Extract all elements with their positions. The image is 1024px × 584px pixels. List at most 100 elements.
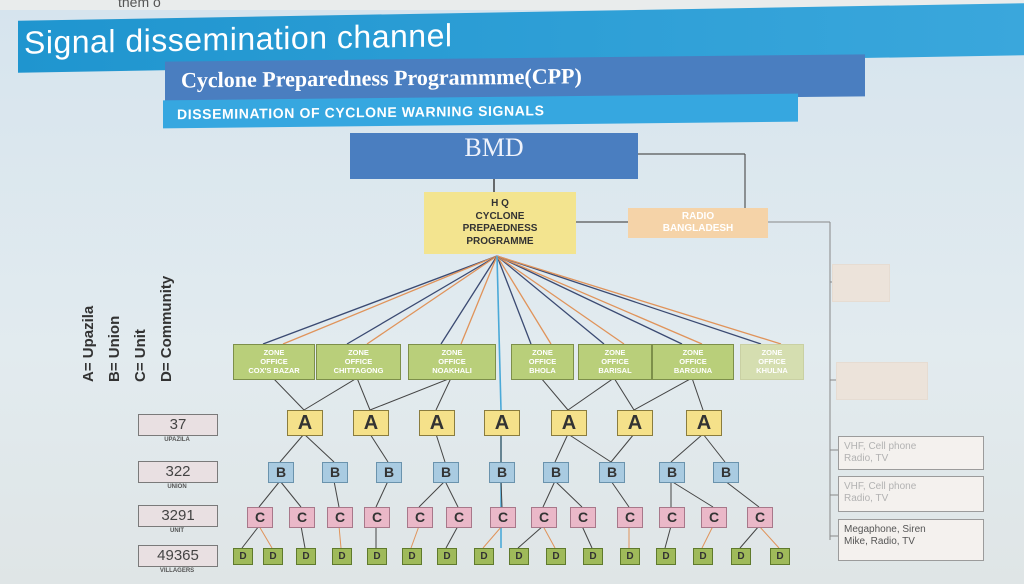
hq-zone-line [496,255,703,345]
union-unit-line [542,480,556,508]
union-node: B [322,462,348,483]
upazila-union-line [369,433,389,463]
zone-line: ZONE [761,348,783,357]
zone-upazila-line [303,377,358,411]
media-line: VHF, Cell phone [844,481,917,492]
union-node: B [599,462,625,483]
union-unit-line [279,480,302,508]
unit-community-line [300,525,306,549]
zone-line: OFFICE [438,357,466,366]
community-node: D [367,548,387,565]
union-node: B [433,462,459,483]
zone-line: OFFICE [344,357,373,366]
unit-community-line [517,525,544,549]
zone-line: BHOLA [529,366,556,375]
union-unit-line [554,480,583,508]
unit-node: C [701,507,727,528]
zone-upazila-line [691,377,704,411]
unit-node: C [617,507,643,528]
media-line: Radio, TV [844,453,889,464]
community-node: D [731,548,751,565]
unit-community-line [701,525,714,549]
zone-line: KHULNA [756,366,788,375]
union-node: B [543,462,569,483]
zone-line: OFFICE [601,357,629,366]
unit-node: C [446,507,472,528]
zone-line: OFFICE [679,357,707,366]
hq-zone-line [496,255,552,345]
upazila-node: A [353,410,389,436]
community-node: D [437,548,457,565]
union-unit-line [610,480,630,508]
community-node: D [583,548,603,565]
union-unit-line [444,480,459,508]
unit-community-line [542,525,556,549]
zone-line: OFFICE [758,357,786,366]
upazila-node: A [617,410,653,436]
community-node: D [474,548,494,565]
zone-upazila-line [633,377,693,411]
top-strip [0,0,1024,10]
unit-node: C [364,507,390,528]
unit-node: C [407,507,433,528]
community-node: D [263,548,283,565]
hq-zone-line [496,255,605,345]
media-box-union: VHF, Cell phone Radio, TV [838,436,984,470]
hq-zone-line [496,255,782,345]
count-label: UNIT [170,528,184,534]
union-unit-line [724,480,760,508]
unit-community-line [445,525,459,549]
zone-line: ZONE [348,348,369,357]
legend-item: C= Unit [132,329,149,382]
union-node: B [268,462,294,483]
unit-community-line [338,525,342,549]
count-label: UPAZILA [164,437,190,443]
legend: A= Upazila B= Union C= Unit D= Community [80,262,190,384]
hq-zone-line [496,255,762,345]
legend-item: A= Upazila [80,305,97,382]
hq-zone-line [440,255,498,345]
count-villagers: 49365 [138,545,218,567]
unit-community-line [258,525,273,549]
union-node: B [489,462,515,483]
hq-zone-line [496,255,683,345]
media-line: Radio, TV [844,493,889,504]
zone-upazila-line [435,377,452,411]
unit-community-line [581,525,593,549]
union-unit-line [258,480,281,508]
union-node: B [376,462,402,483]
zone-line: ZONE [441,348,463,357]
zone-line: ZONE [532,348,553,357]
hq-zone-line [282,255,498,345]
hq-line: CYCLONE [475,210,525,222]
hq-zone-line [460,255,498,345]
faded-box [836,362,928,400]
unit-community-line [758,525,780,549]
upazila-union-line [554,433,569,463]
upazila-node: A [484,410,520,436]
unit-node: C [747,507,773,528]
media-line: Megaphone, Siren [844,524,926,535]
zone-line: COX'S BAZAR [248,366,300,375]
zone-upazila-line [613,377,635,411]
zone-upazila-line [369,377,452,411]
community-node: D [770,548,790,565]
community-node: D [233,548,253,565]
zone-upazila-line [356,377,371,411]
union-unit-line [333,480,340,508]
upazila-union-line [279,433,305,463]
union-unit-line [375,480,389,508]
unit-node: C [327,507,353,528]
upazila-union-line [435,433,446,463]
zone-line: ZONE [604,348,626,357]
count-unit: 3291 [138,505,218,527]
count-label: VILLAGERS [159,568,195,574]
unit-node: C [570,507,596,528]
